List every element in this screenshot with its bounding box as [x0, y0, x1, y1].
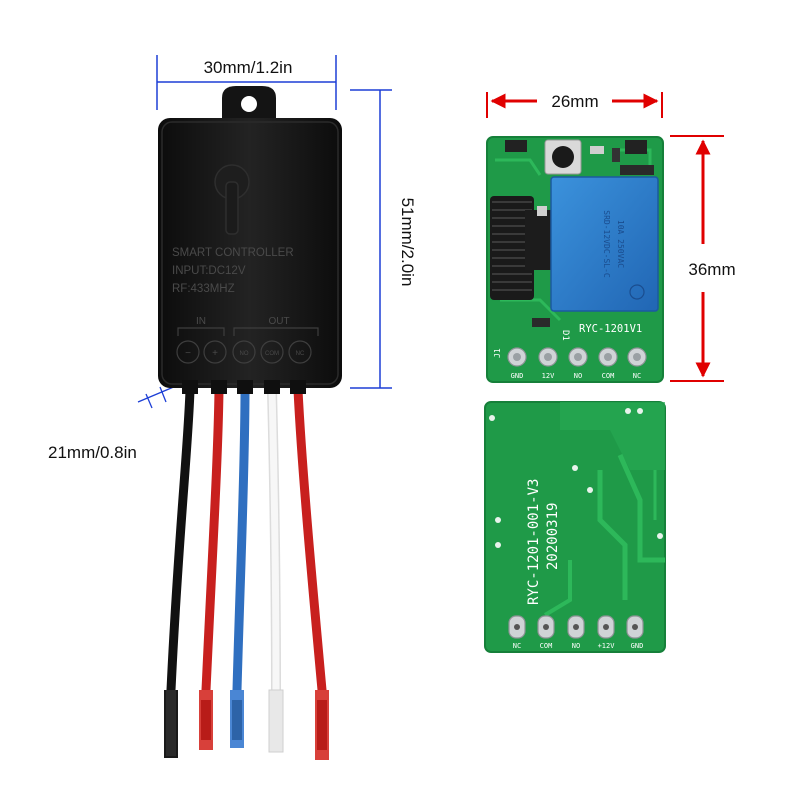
wire-pitch-dimension: 21mm/0.8in: [48, 385, 177, 462]
case-text-line-2: INPUT:DC12V: [172, 265, 246, 277]
board-height-dimension: 36mm: [670, 135, 736, 382]
front-pin-nc: NC: [633, 372, 641, 380]
board-height-label: 36mm: [688, 260, 735, 279]
height-label: 51mm/2.0in: [398, 198, 417, 287]
width-label: 30mm/1.2in: [204, 58, 293, 77]
wires: [164, 385, 329, 760]
back-model-label: RYC-1201-001-V3: [526, 479, 542, 605]
board-width-dimension: 26mm: [486, 92, 663, 118]
in-label: IN: [196, 316, 206, 327]
back-pin-com: COM: [540, 642, 553, 650]
width-dimension: 30mm/1.2in: [156, 55, 337, 110]
board-back: RYC-1201-001-V3 20200319 NC COM NO +12V …: [484, 401, 666, 653]
back-terminal-pads: [508, 615, 644, 639]
relay-text-2: 10A 250VAC: [616, 220, 625, 268]
relay: SRD-12VDC-SL-C 10A 250VAC: [550, 176, 659, 312]
front-terminal-pads: [507, 347, 647, 367]
board-ref-label: D1: [560, 330, 570, 341]
height-dimension: 51mm/2.0in: [350, 89, 417, 389]
terminal-com: COM: [265, 351, 279, 357]
controller-case: SMART CONTROLLER INPUT:DC12V RF:433MHZ I…: [158, 86, 342, 394]
board-j-label: J1: [493, 348, 502, 358]
terminal-circles: − + NO COM NC: [176, 340, 312, 364]
board-model-label: RYC-1201V1: [579, 323, 642, 335]
front-pin-gnd: GND: [511, 372, 524, 380]
back-pin-12v: +12V: [598, 642, 616, 650]
terminal-nc: NC: [296, 351, 305, 357]
controller: 30mm/1.2in 51mm/2.0in 21mm/0.8in: [48, 55, 417, 760]
terminal-minus: −: [185, 348, 191, 359]
board-width-label: 26mm: [551, 92, 598, 111]
relay-text-1: SRD-12VDC-SL-C: [602, 210, 611, 278]
case-text-line-1: SMART CONTROLLER: [172, 247, 294, 259]
back-pin-nc: NC: [513, 642, 521, 650]
out-label: OUT: [268, 316, 289, 327]
front-pin-12v: 12V: [542, 372, 555, 380]
wire-pitch-label: 21mm/0.8in: [48, 443, 137, 462]
front-pin-com: COM: [602, 372, 615, 380]
board-front: 26mm 36mm: [486, 92, 736, 383]
terminal-no: NO: [240, 351, 249, 357]
back-pin-no: NO: [572, 642, 580, 650]
back-pin-gnd: GND: [631, 642, 644, 650]
case-text-line-3: RF:433MHZ: [172, 283, 235, 295]
back-date-label: 20200319: [545, 503, 561, 570]
antenna-coil: [490, 196, 534, 300]
terminal-plus: +: [212, 348, 218, 359]
front-pin-no: NO: [574, 372, 582, 380]
